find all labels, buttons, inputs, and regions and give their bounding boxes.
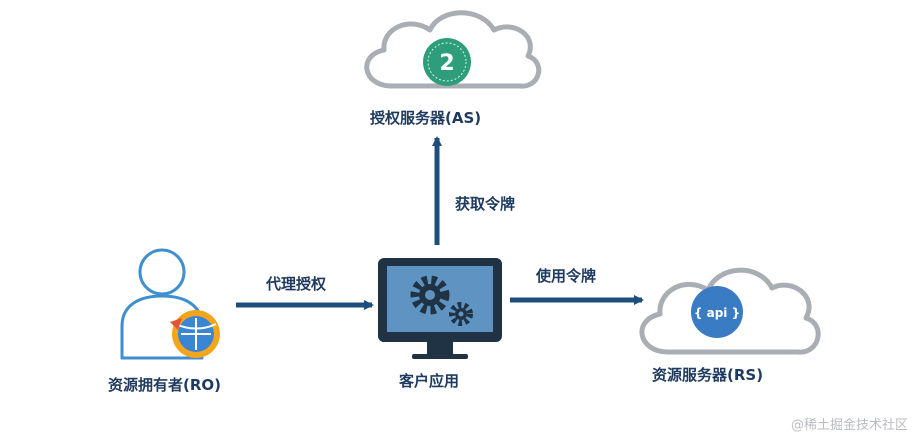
browser-icon bbox=[170, 310, 220, 358]
gears-icon bbox=[410, 275, 473, 326]
get-token-label: 获取令牌 bbox=[455, 195, 516, 213]
auth-server-label: 授权服务器(AS) bbox=[370, 109, 482, 127]
oauth2-badge-icon: 2 bbox=[423, 38, 471, 86]
watermark: @稀土掘金技术社区 bbox=[790, 418, 908, 433]
api-badge-icon: { api } bbox=[691, 286, 743, 338]
svg-text:2: 2 bbox=[439, 51, 454, 76]
delegate-auth-label: 代理授权 bbox=[266, 275, 327, 293]
svg-text:{ api }: { api } bbox=[694, 306, 740, 320]
resource-owner-label: 资源拥有者(RO) bbox=[108, 376, 222, 394]
use-token-label: 使用令牌 bbox=[536, 267, 597, 285]
resource-server-label: 资源服务器(RS) bbox=[652, 366, 764, 384]
client-app-label: 客户应用 bbox=[399, 372, 460, 390]
